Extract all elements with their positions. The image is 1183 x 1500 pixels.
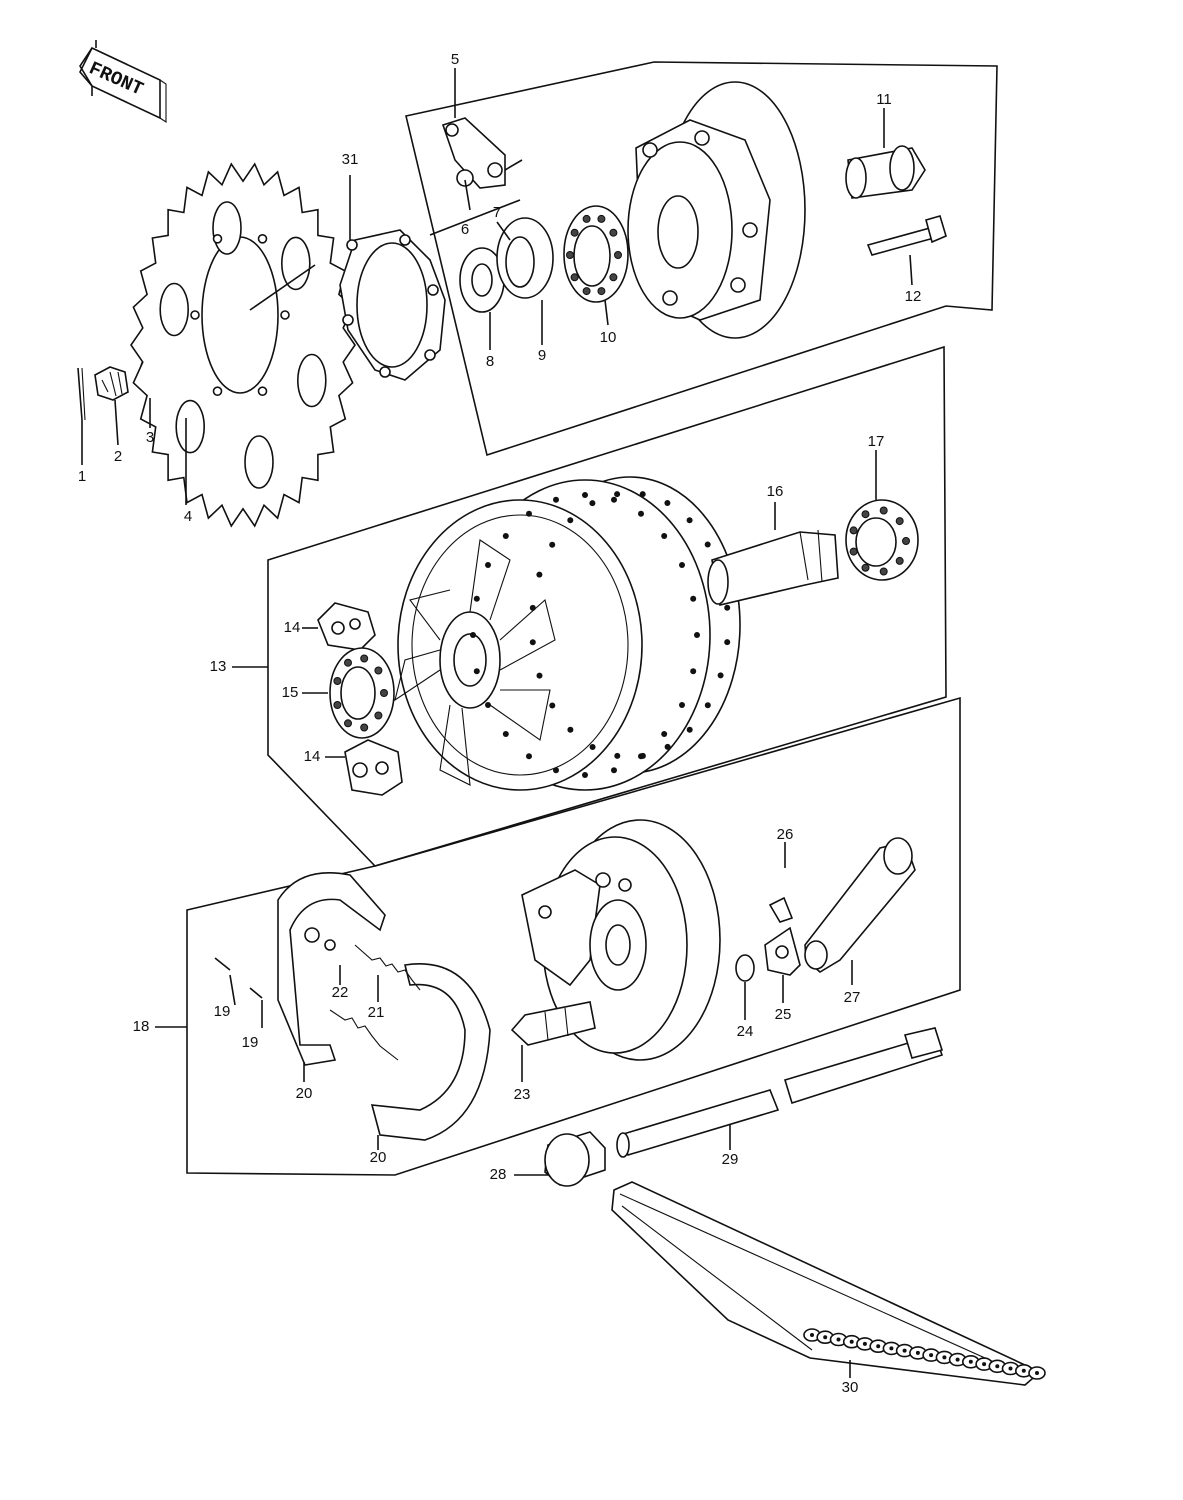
wheel-bearing-left [329, 647, 395, 739]
drive-chain [611, 1181, 1046, 1386]
callout-9: 9 [538, 347, 546, 364]
coupling-collar [845, 145, 926, 199]
callout-labels: 1 2 3 4 5 6 7 8 9 10 11 12 13 14 14 15 1… [78, 51, 922, 1396]
front-direction-badge: FRONT [79, 40, 167, 124]
sprocket-coupling-hub [627, 81, 806, 339]
coupling-gasket [339, 229, 446, 381]
callout-20-left: 20 [296, 1085, 313, 1102]
callout-26: 26 [777, 826, 794, 843]
rear-axle [616, 1027, 944, 1158]
callout-14-lower: 14 [304, 748, 321, 765]
axle-sleeve [707, 529, 839, 606]
hub-ball-bearing [563, 205, 629, 303]
callout-23: 23 [514, 1086, 531, 1103]
rear-sprocket [130, 162, 356, 528]
callout-21: 21 [368, 1004, 385, 1021]
callout-27: 27 [844, 989, 861, 1006]
callout-11: 11 [876, 91, 892, 108]
callout-1: 1 [78, 468, 86, 485]
bearing-retainer [496, 217, 554, 299]
callout-28: 28 [490, 1166, 507, 1183]
callout-2: 2 [114, 448, 122, 465]
oil-seal [459, 247, 505, 313]
wheel-damper-upper [317, 602, 376, 651]
brake-group-outline [186, 696, 961, 1176]
callout-3: 3 [146, 429, 154, 446]
brake-shoe-lower [370, 963, 491, 1141]
callout-19-right: 19 [242, 1034, 259, 1051]
callout-14-upper: 14 [284, 619, 301, 636]
callout-17: 17 [868, 433, 885, 450]
wheel-damper-lower [344, 739, 403, 796]
brake-springs [329, 944, 421, 1061]
callout-24: 24 [737, 1023, 754, 1040]
callout-19-left: 19 [214, 1003, 231, 1020]
brake-panel [521, 819, 721, 1061]
callout-15: 15 [282, 684, 299, 701]
leader-lines [81, 68, 913, 1378]
wear-indicator [764, 896, 801, 976]
callout-18: 18 [133, 1018, 150, 1035]
axle-nut [94, 366, 129, 401]
brake-lever [804, 837, 916, 973]
callout-20-lower: 20 [370, 1149, 387, 1166]
brake-pins [214, 957, 263, 999]
cotter-pin [77, 367, 86, 421]
callout-4: 4 [184, 508, 192, 525]
wheel-group-outline [267, 345, 947, 867]
callout-8: 8 [486, 353, 494, 370]
brake-cam [510, 1001, 596, 1046]
rear-wheel [394, 476, 741, 791]
callout-13: 13 [210, 658, 227, 675]
lock-plate [441, 117, 523, 189]
callout-16: 16 [767, 483, 784, 500]
callout-10: 10 [600, 329, 617, 346]
callout-25: 25 [775, 1006, 792, 1023]
callout-31: 31 [342, 151, 359, 168]
callout-22: 22 [332, 984, 349, 1001]
callout-12: 12 [905, 288, 922, 305]
wheel-bearing-right [845, 499, 919, 581]
callout-5: 5 [451, 51, 459, 68]
hub-group-outline [405, 61, 998, 457]
callout-6: 6 [461, 221, 469, 238]
cam-washer [735, 954, 755, 982]
axle-collar [544, 1131, 606, 1187]
brake-shoe-upper [277, 872, 386, 1066]
coupling-bolt [866, 215, 947, 256]
callout-29: 29 [722, 1151, 739, 1168]
callout-7: 7 [493, 204, 501, 221]
callout-30: 30 [842, 1379, 859, 1396]
